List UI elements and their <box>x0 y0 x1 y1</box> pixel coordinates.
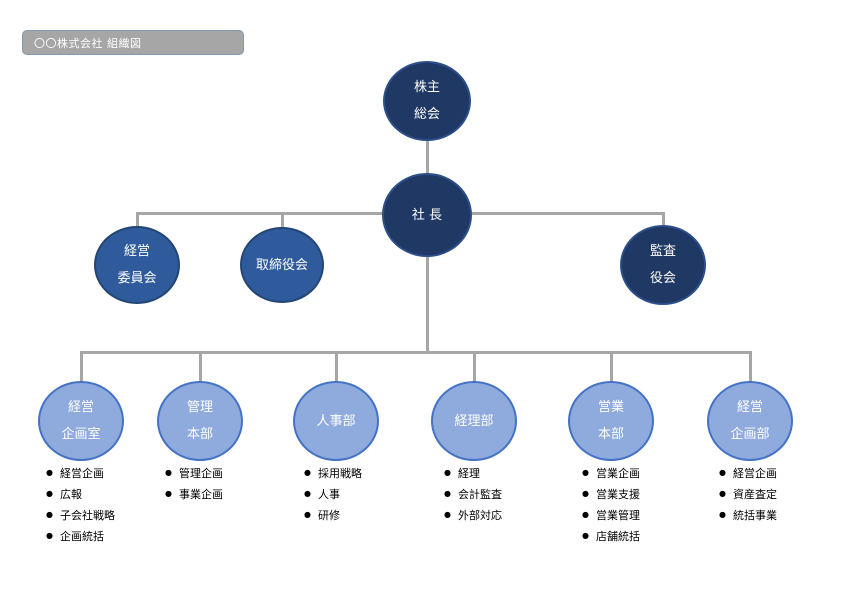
list-item-label: 外部対応 <box>457 508 502 522</box>
connector-drop-management-committee <box>136 212 139 229</box>
node-label-line: 委員会 <box>117 271 157 286</box>
dept-3-function-list: 採用戦略 人事 研修 <box>304 462 362 525</box>
list-item-label: 事業企画 <box>178 487 223 501</box>
node-management-committee: 経営 委員会 <box>94 226 180 304</box>
node-dept-jinjibu: 人事部 <box>293 381 379 461</box>
node-label-line: 監査 <box>649 244 676 259</box>
node-label-line: 経理部 <box>454 413 494 429</box>
list-item: 子会社戦略 <box>46 504 115 525</box>
list-item: 管理企画 <box>165 462 223 483</box>
connector-drop-audit-board <box>662 212 665 228</box>
title-box: 〇〇株式会社 組織図 <box>22 30 244 55</box>
dept-4-function-list: 経理 会計監査 外部対応 <box>444 462 502 525</box>
list-item: 経営企画 <box>46 462 115 483</box>
list-item: 事業企画 <box>165 483 223 504</box>
list-item: 経営企画 <box>719 462 777 483</box>
connector-drop-dept-3 <box>335 351 338 383</box>
list-item-label: 子会社戦略 <box>59 508 115 522</box>
list-item: 営業企画 <box>582 462 640 483</box>
list-item: 研修 <box>304 504 362 525</box>
dept-6-function-list: 経営企画 資産査定 統括事業 <box>719 462 777 525</box>
connector-drop-dept-2 <box>199 351 202 383</box>
node-label-line: 株主 <box>413 80 440 95</box>
node-dept-eigyo-honbu: 営業 本部 <box>568 381 654 461</box>
list-item-label: 管理企画 <box>178 466 223 480</box>
node-label-line: 企画室 <box>61 427 101 442</box>
list-item: 広報 <box>46 483 115 504</box>
node-label-line: 社 長 <box>411 207 443 223</box>
list-item-label: 営業管理 <box>595 508 640 522</box>
node-label-line: 経営 <box>67 400 94 415</box>
connector-drop-dept-6 <box>749 351 752 383</box>
title-text: 〇〇株式会社 組織図 <box>34 36 142 50</box>
node-label-line: 総会 <box>413 107 440 122</box>
node-label-line: 企画部 <box>730 427 770 442</box>
node-dept-kanri-honbu: 管理 本部 <box>157 381 243 461</box>
list-item-label: 経営企画 <box>59 466 104 480</box>
list-item: 資産査定 <box>719 483 777 504</box>
node-board-of-directors: 取締役会 <box>240 227 324 303</box>
list-item-label: 広報 <box>59 487 82 501</box>
connector-drop-dept-4 <box>473 351 476 383</box>
list-item: 営業支援 <box>582 483 640 504</box>
node-audit-board: 監査 役会 <box>620 225 706 305</box>
node-dept-keiei-kikakubu: 経営 企画部 <box>707 381 793 461</box>
node-label-line: 人事部 <box>316 413 356 429</box>
node-label-line: 取締役会 <box>255 257 308 273</box>
node-label-line: 管理 <box>186 400 213 415</box>
node-president: 社 長 <box>382 173 472 257</box>
node-label-line: 営業 <box>597 400 624 415</box>
list-item-label: 統括事業 <box>732 508 777 522</box>
list-item-label: 採用戦略 <box>317 466 362 480</box>
list-item: 営業管理 <box>582 504 640 525</box>
list-item: 企画統括 <box>46 525 115 546</box>
node-label-line: 経営 <box>123 244 150 259</box>
list-item: 採用戦略 <box>304 462 362 483</box>
node-label-line: 本部 <box>597 427 624 442</box>
dept-5-function-list: 営業企画 営業支援 営業管理 店舗統括 <box>582 462 640 546</box>
connector-drop-board-of-directors <box>281 212 284 230</box>
list-item-label: 人事 <box>317 487 340 501</box>
connector-president-to-departments <box>426 253 429 354</box>
list-item-label: 営業支援 <box>595 487 640 501</box>
connector-drop-dept-1 <box>80 351 83 383</box>
node-label-line: 経営 <box>736 400 763 415</box>
list-item-label: 資産査定 <box>732 487 777 501</box>
list-item-label: 経営企画 <box>732 466 777 480</box>
node-label-line: 本部 <box>186 427 213 442</box>
connector-departments-horizontal-bus <box>80 351 751 354</box>
list-item-label: 研修 <box>317 508 340 522</box>
connector-shareholders-to-president <box>426 140 429 176</box>
dept-1-function-list: 経営企画 広報 子会社戦略 企画統括 <box>46 462 115 546</box>
list-item-label: 経理 <box>457 466 480 480</box>
node-dept-keiei-kikakushitsu: 経営 企画室 <box>38 381 124 461</box>
list-item: 店舗統括 <box>582 525 640 546</box>
list-item: 経理 <box>444 462 502 483</box>
list-item: 統括事業 <box>719 504 777 525</box>
list-item: 外部対応 <box>444 504 502 525</box>
node-dept-keiribu: 経理部 <box>431 381 517 461</box>
list-item-label: 営業企画 <box>595 466 640 480</box>
list-item: 会計監査 <box>444 483 502 504</box>
list-item-label: 会計監査 <box>457 487 502 501</box>
dept-2-function-list: 管理企画 事業企画 <box>165 462 223 504</box>
node-shareholders-meeting: 株主 総会 <box>383 61 471 141</box>
node-label-line: 役会 <box>649 271 676 286</box>
list-item-label: 企画統括 <box>59 529 104 543</box>
list-item-label: 店舗統括 <box>595 529 640 543</box>
connector-drop-dept-5 <box>610 351 613 383</box>
list-item: 人事 <box>304 483 362 504</box>
